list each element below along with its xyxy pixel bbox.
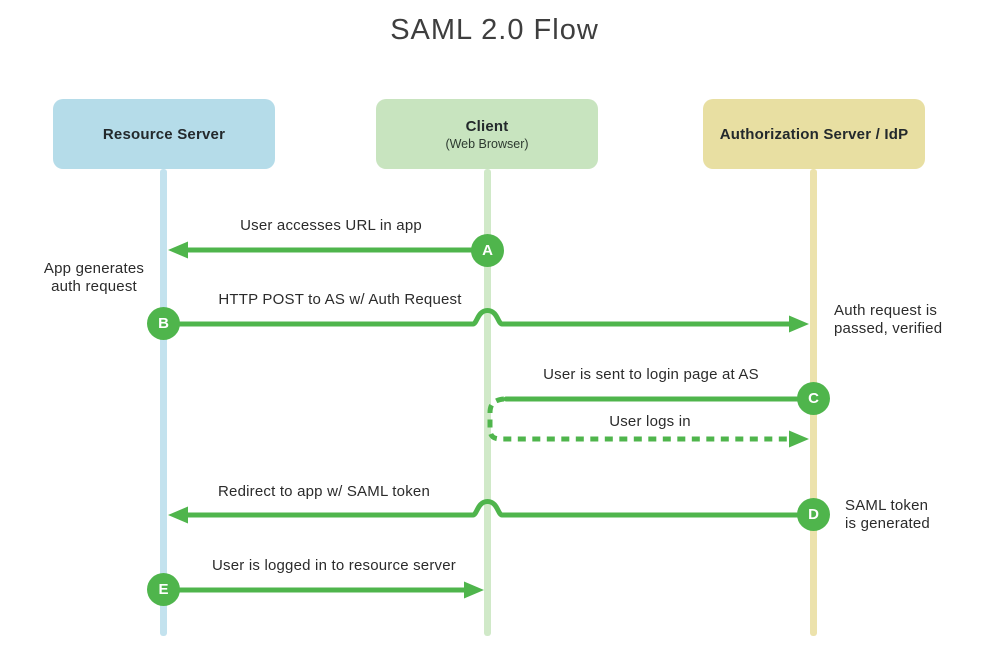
arrow-d-line [185,499,816,518]
lifeline-resource-server [160,169,167,636]
arrow-a-head [168,241,188,259]
message-label-c: User is sent to login page at AS [543,366,759,383]
arrow-e-head [464,581,484,599]
arrow-login-head [789,430,809,448]
arrow-b-head [789,315,809,333]
step-badge-a: A [471,234,504,267]
actor-box-client: Client (Web Browser) [376,99,598,169]
message-label-a: User accesses URL in app [240,217,422,234]
actor-subtitle-client: (Web Browser) [445,136,529,151]
actor-title-client: Client [465,117,509,135]
arrow-d-head [168,506,188,524]
message-label-e: User is logged in to resource server [212,557,456,574]
message-label-d: Redirect to app w/ SAML token [217,483,431,500]
step-badge-b: B [147,307,180,340]
note-auth-request-verified: Auth request is passed, verified [834,302,943,337]
message-label-b: HTTP POST to AS w/ Auth Request [218,291,462,308]
arrow-b-line [161,308,792,327]
actor-title-resource-server: Resource Server [102,125,226,143]
actor-box-resource-server: Resource Server [53,99,275,169]
diagram-title: SAML 2.0 Flow [390,14,599,46]
actor-box-auth-server: Authorization Server / IdP [703,99,925,169]
note-app-generates: App generates auth request [43,260,145,295]
actor-title-auth-server: Authorization Server / IdP [719,125,909,143]
step-badge-d: D [797,498,830,531]
note-saml-token-generated: SAML token is generated [845,497,930,532]
step-badge-c: C [797,382,830,415]
message-label-login: User logs in [609,413,691,430]
step-badge-e: E [147,573,180,606]
